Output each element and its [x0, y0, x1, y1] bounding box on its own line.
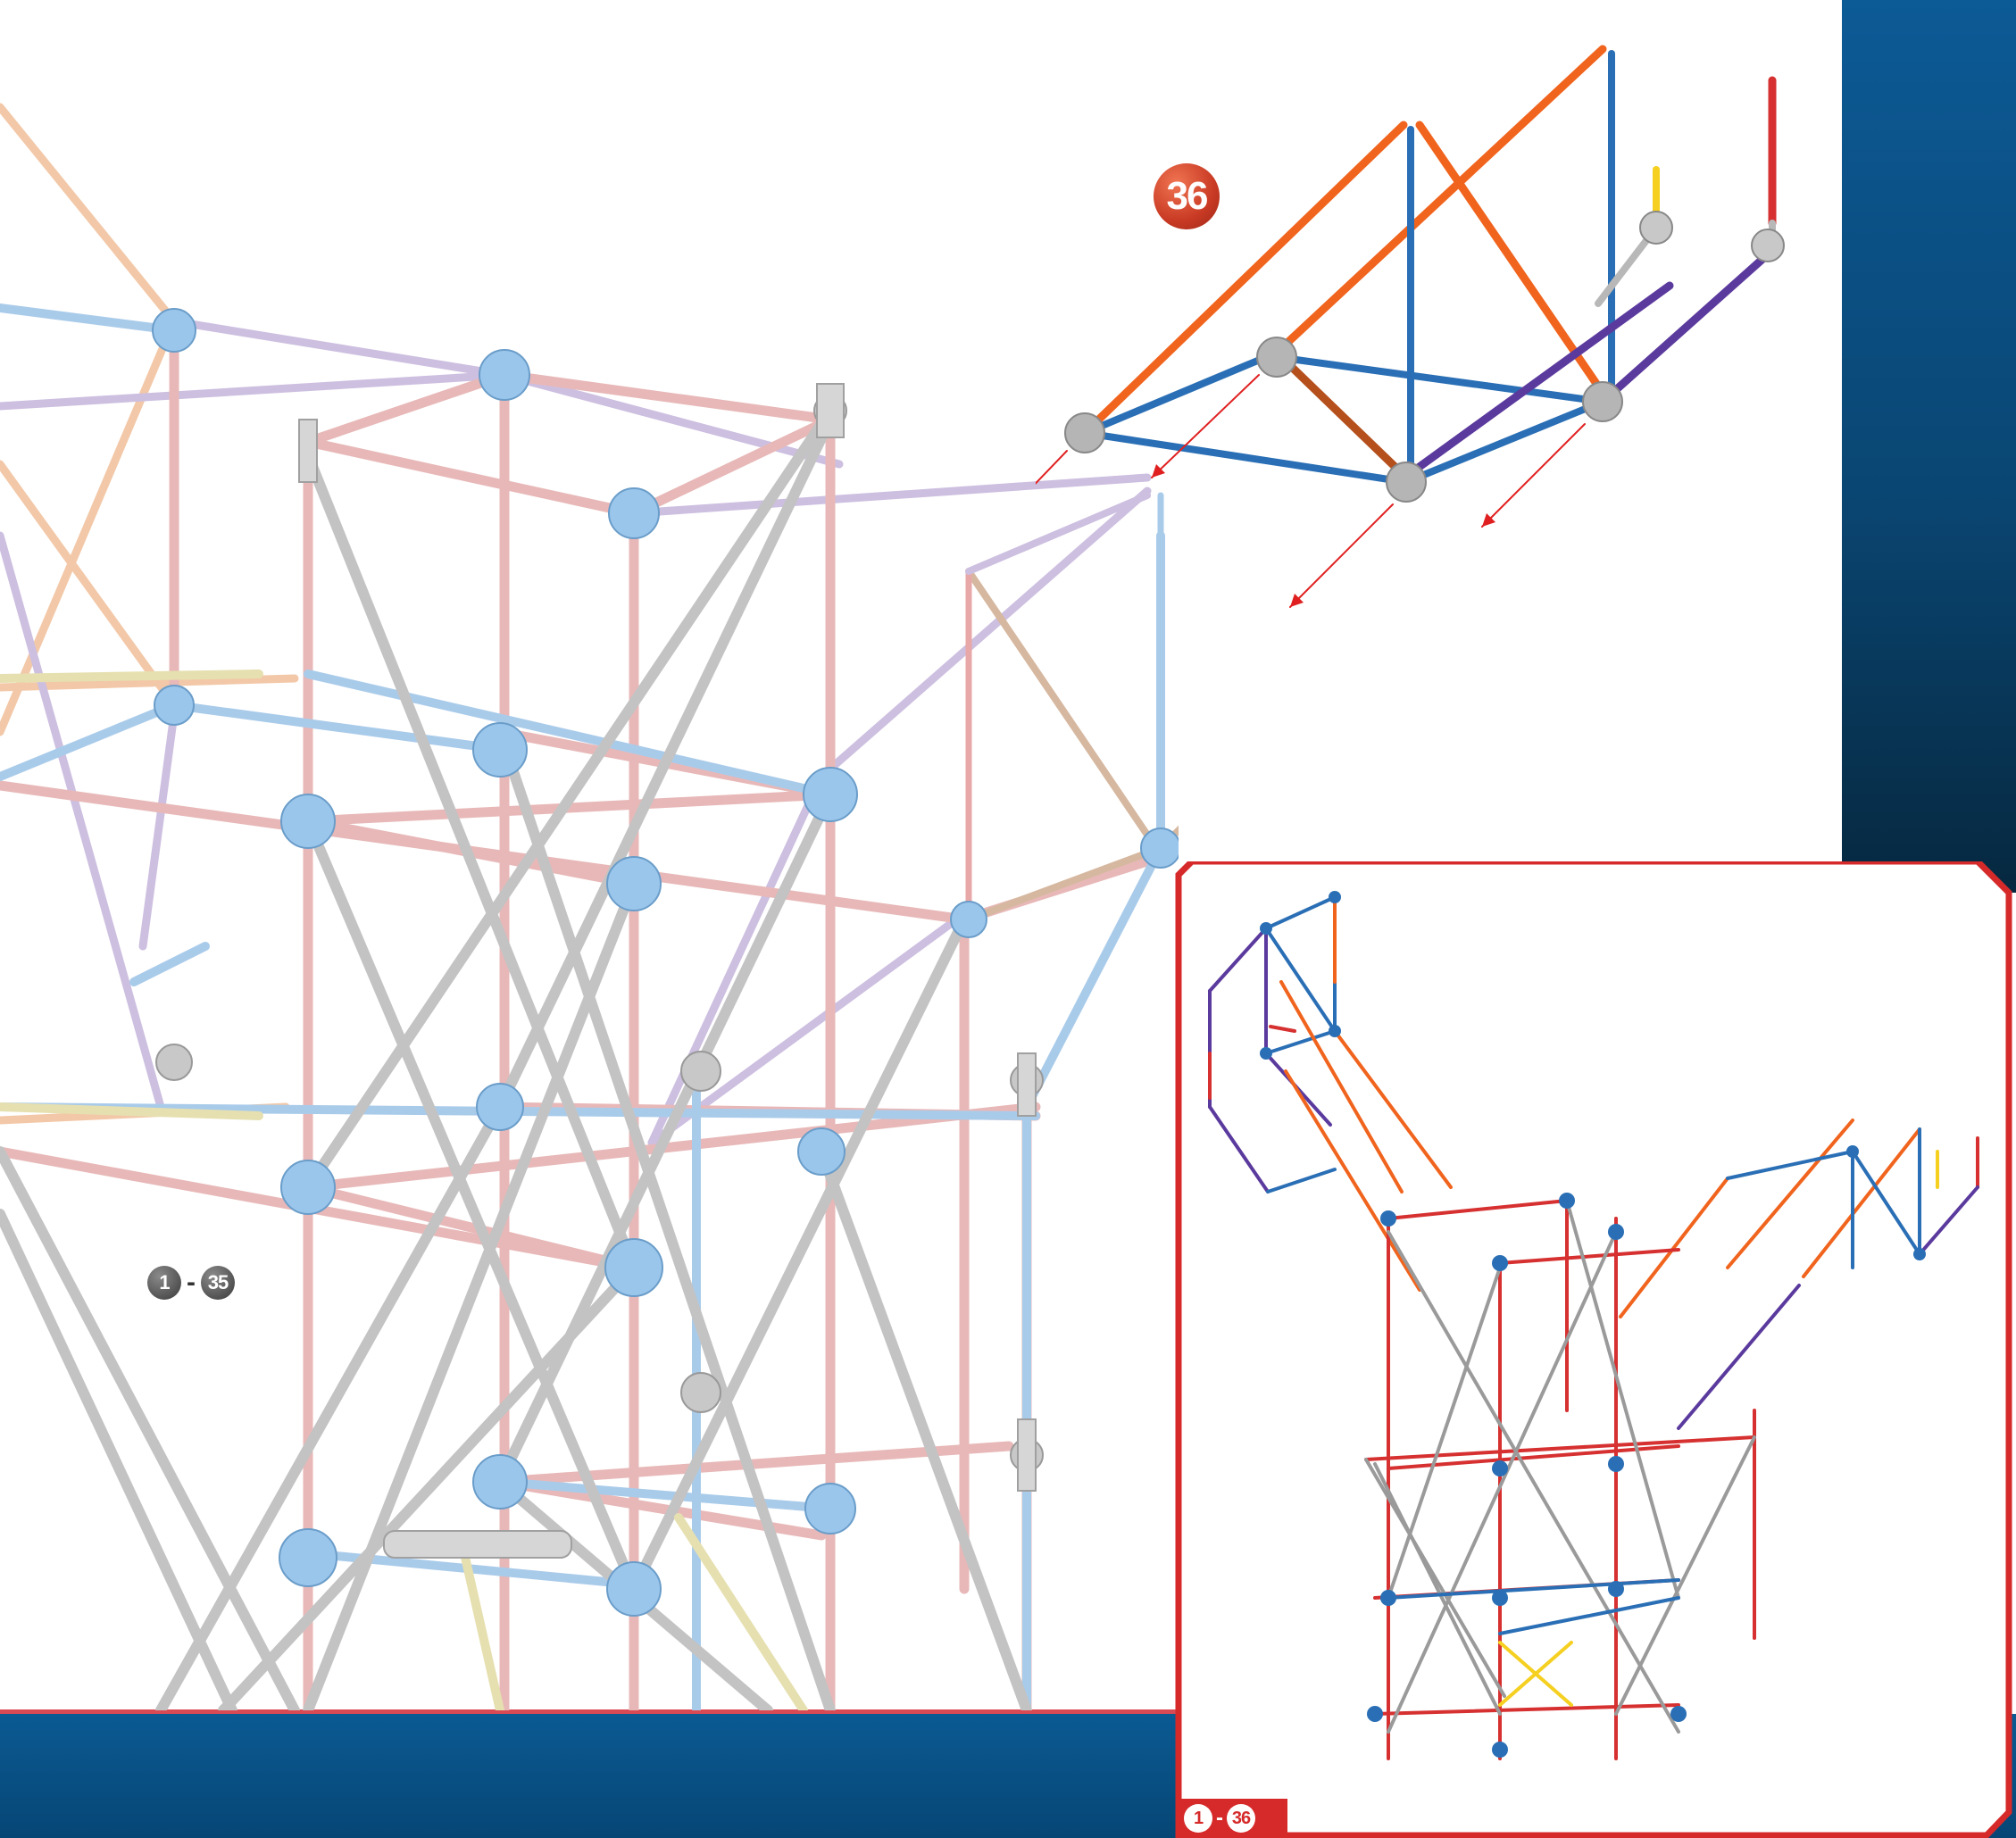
inset-overview-panel: [1175, 861, 2012, 1838]
inset-steps-separator: -: [1216, 1806, 1223, 1830]
bottom-accent-line: [0, 1709, 1179, 1714]
main-structure-illustration: [0, 103, 1179, 1710]
inset-steps-to: 36: [1227, 1804, 1255, 1833]
right-color-band: [1842, 0, 2016, 893]
arrow-icon: [1036, 374, 1586, 608]
connector-hub-icon: [152, 308, 1179, 1617]
inset-steps-from: 1: [1184, 1804, 1212, 1833]
previous-steps-to: 35: [201, 1266, 235, 1300]
previous-steps-separator: -: [187, 1268, 196, 1297]
step-36-component-illustration: [1036, 45, 1785, 608]
previous-steps-label: 1 - 35: [147, 1266, 235, 1300]
previous-steps-from: 1: [147, 1266, 181, 1300]
step-number-badge: 36: [1154, 163, 1220, 229]
inset-steps-label: 1 - 36: [1179, 1799, 1287, 1838]
step-number: 36: [1166, 174, 1209, 218]
